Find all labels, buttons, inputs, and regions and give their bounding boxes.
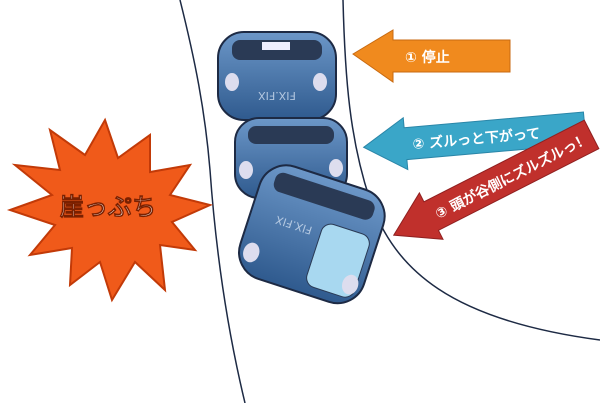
- arrow-stop: ① 停止: [352, 29, 511, 83]
- svg-text:① 停止: ① 停止: [405, 49, 450, 66]
- road-edge-left: [179, 0, 246, 403]
- burst-text: 崖っぷち: [60, 193, 156, 221]
- burst-shape: [6, 117, 214, 303]
- bus-1: FIX.FIX: [217, 31, 337, 121]
- cliff-burst: 崖っぷち: [6, 117, 214, 303]
- arrow-slide-down: ② ズルっと下がって: [362, 111, 587, 171]
- bus-3: FIX.FIX: [238, 164, 386, 305]
- bus-plate-text: FIX.FIX: [258, 89, 296, 102]
